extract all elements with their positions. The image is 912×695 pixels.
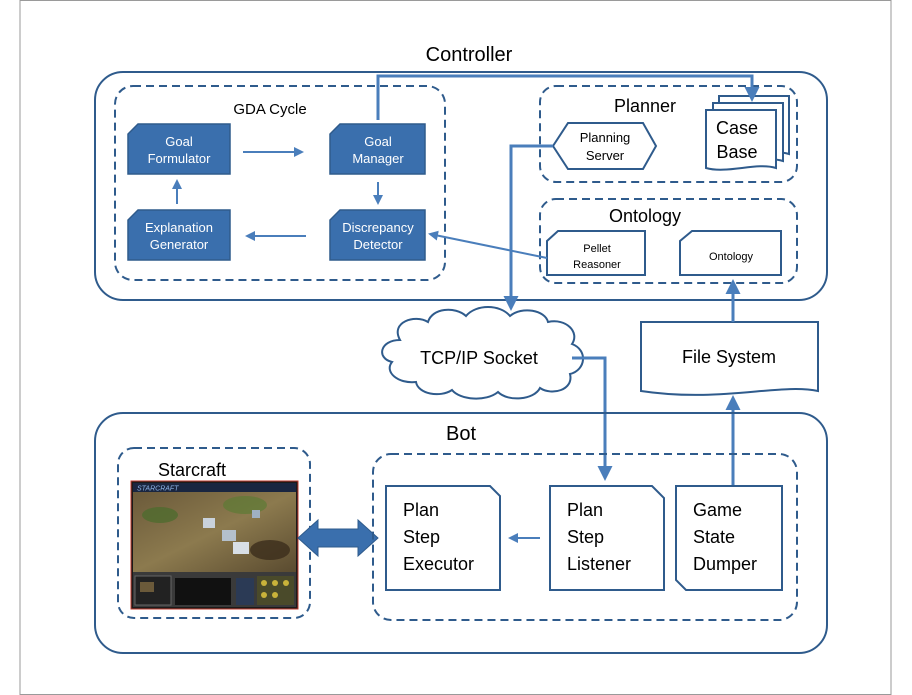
- tcp-socket-node: TCP/IP Socket: [381, 306, 584, 400]
- screenshot-terrain: [133, 492, 296, 572]
- screenshot-topbar: [133, 483, 296, 492]
- file-system-box: [640, 321, 819, 396]
- discrepancy-detector-label-1: Discrepancy: [342, 220, 414, 235]
- arrow-planning-server-to-socket: [503, 144, 553, 311]
- goal-formulator-label-2: Formulator: [148, 151, 212, 166]
- game-state-dumper-label-2: State: [693, 527, 735, 547]
- ontology-title: Ontology: [609, 206, 681, 226]
- game-state-dumper-box: [675, 485, 783, 591]
- screenshot-cmd-5: [272, 592, 278, 598]
- ontology-doc-box: [679, 230, 782, 276]
- ontology-doc-label: Ontology: [709, 251, 754, 263]
- bot-container: [94, 412, 828, 654]
- plan-step-listener-label-2: Step: [567, 527, 604, 547]
- ontology-container: [539, 198, 798, 284]
- screenshot-cmd-3: [283, 580, 289, 586]
- pellet-reasoner-label-2: Reasoner: [573, 259, 621, 271]
- plan-step-listener-label-3: Listener: [567, 554, 631, 574]
- arrow-socket-to-listener: [572, 356, 613, 481]
- screenshot-cmd-2: [272, 580, 278, 586]
- game-state-dumper-label-1: Game: [693, 500, 742, 520]
- arrow-pellet-to-discrepancy: [428, 230, 548, 259]
- case-base-node: Case Base: [705, 95, 790, 171]
- screenshot-status-panel: [175, 578, 231, 605]
- case-base-doc-front: [705, 109, 777, 171]
- discrepancy-detector-box: [329, 209, 426, 261]
- plan-step-executor-label-3: Executor: [403, 554, 474, 574]
- screenshot-portrait: [236, 578, 254, 605]
- gda-cycle-container: [114, 85, 446, 281]
- plan-step-executor-label-1: Plan: [403, 500, 439, 520]
- screenshot-unit-3: [233, 542, 249, 554]
- plan-step-listener-node: Plan Step Listener: [549, 485, 665, 591]
- goal-formulator-box: [127, 123, 231, 175]
- goal-manager-label-1: Goal: [364, 134, 392, 149]
- controller-title: Controller: [426, 44, 513, 66]
- explanation-generator-label-1: Explanation: [145, 220, 213, 235]
- bot-components-container: [372, 453, 798, 621]
- file-system-node: File System: [640, 321, 819, 396]
- screenshot-creep: [142, 507, 178, 523]
- gda-cycle-title: GDA Cycle: [233, 101, 306, 118]
- discrepancy-detector-node: Discrepancy Detector: [329, 209, 426, 261]
- planner-title: Planner: [614, 96, 676, 116]
- planning-server-label-2: Server: [586, 148, 625, 163]
- screenshot-cmd-4: [261, 592, 267, 598]
- pellet-reasoner-node: Pellet Reasoner: [546, 230, 646, 276]
- starcraft-title: Starcraft: [158, 460, 226, 480]
- screenshot-shadow: [250, 540, 290, 560]
- explanation-generator-label-2: Generator: [150, 237, 209, 252]
- screenshot-unit-4: [252, 510, 260, 518]
- explanation-generator-node: Explanation Generator: [127, 209, 231, 261]
- goal-manager-box: [329, 123, 426, 175]
- screenshot-grass: [223, 496, 267, 514]
- controller-container: [94, 71, 828, 301]
- pellet-reasoner-box: [546, 230, 646, 276]
- case-base-label-2: Base: [716, 142, 757, 162]
- tcp-socket-cloud: [381, 306, 584, 400]
- arrow-goal-manager-to-case-base: [376, 74, 760, 120]
- starcraft-screenshot: STARCRAFT: [130, 480, 299, 610]
- file-system-label: File System: [682, 347, 776, 367]
- plan-step-executor-label-2: Step: [403, 527, 440, 547]
- double-arrow-starcraft-executor: [297, 518, 379, 558]
- discrepancy-detector-label-2: Detector: [353, 237, 403, 252]
- ontology-doc-node: Ontology: [679, 230, 782, 276]
- goal-manager-label-2: Manager: [352, 151, 404, 166]
- explanation-generator-box: [127, 209, 231, 261]
- case-base-label-1: Case: [716, 118, 758, 138]
- plan-step-executor-box: [385, 485, 501, 591]
- screenshot-cmd-1: [261, 580, 267, 586]
- plan-step-listener-label-1: Plan: [567, 500, 603, 520]
- goal-formulator-label-1: Goal: [165, 134, 193, 149]
- planning-server-label-1: Planning: [580, 130, 631, 145]
- plan-step-listener-box: [549, 485, 665, 591]
- goal-formulator-node: Goal Formulator: [127, 123, 231, 175]
- bot-title: Bot: [446, 423, 476, 445]
- game-state-dumper-node: Game State Dumper: [675, 485, 783, 591]
- screenshot-unit-2: [222, 530, 236, 541]
- screenshot-unit-1: [203, 518, 215, 528]
- tcp-socket-label: TCP/IP Socket: [420, 348, 538, 368]
- plan-step-executor-node: Plan Step Executor: [385, 485, 501, 591]
- pellet-reasoner-label-1: Pellet: [583, 243, 611, 255]
- planning-server-node: Planning Server: [551, 122, 658, 170]
- goal-manager-node: Goal Manager: [329, 123, 426, 175]
- game-state-dumper-label-3: Dumper: [693, 554, 757, 574]
- screenshot-minimap-terrain: [140, 582, 154, 592]
- screenshot-logo: STARCRAFT: [137, 486, 179, 493]
